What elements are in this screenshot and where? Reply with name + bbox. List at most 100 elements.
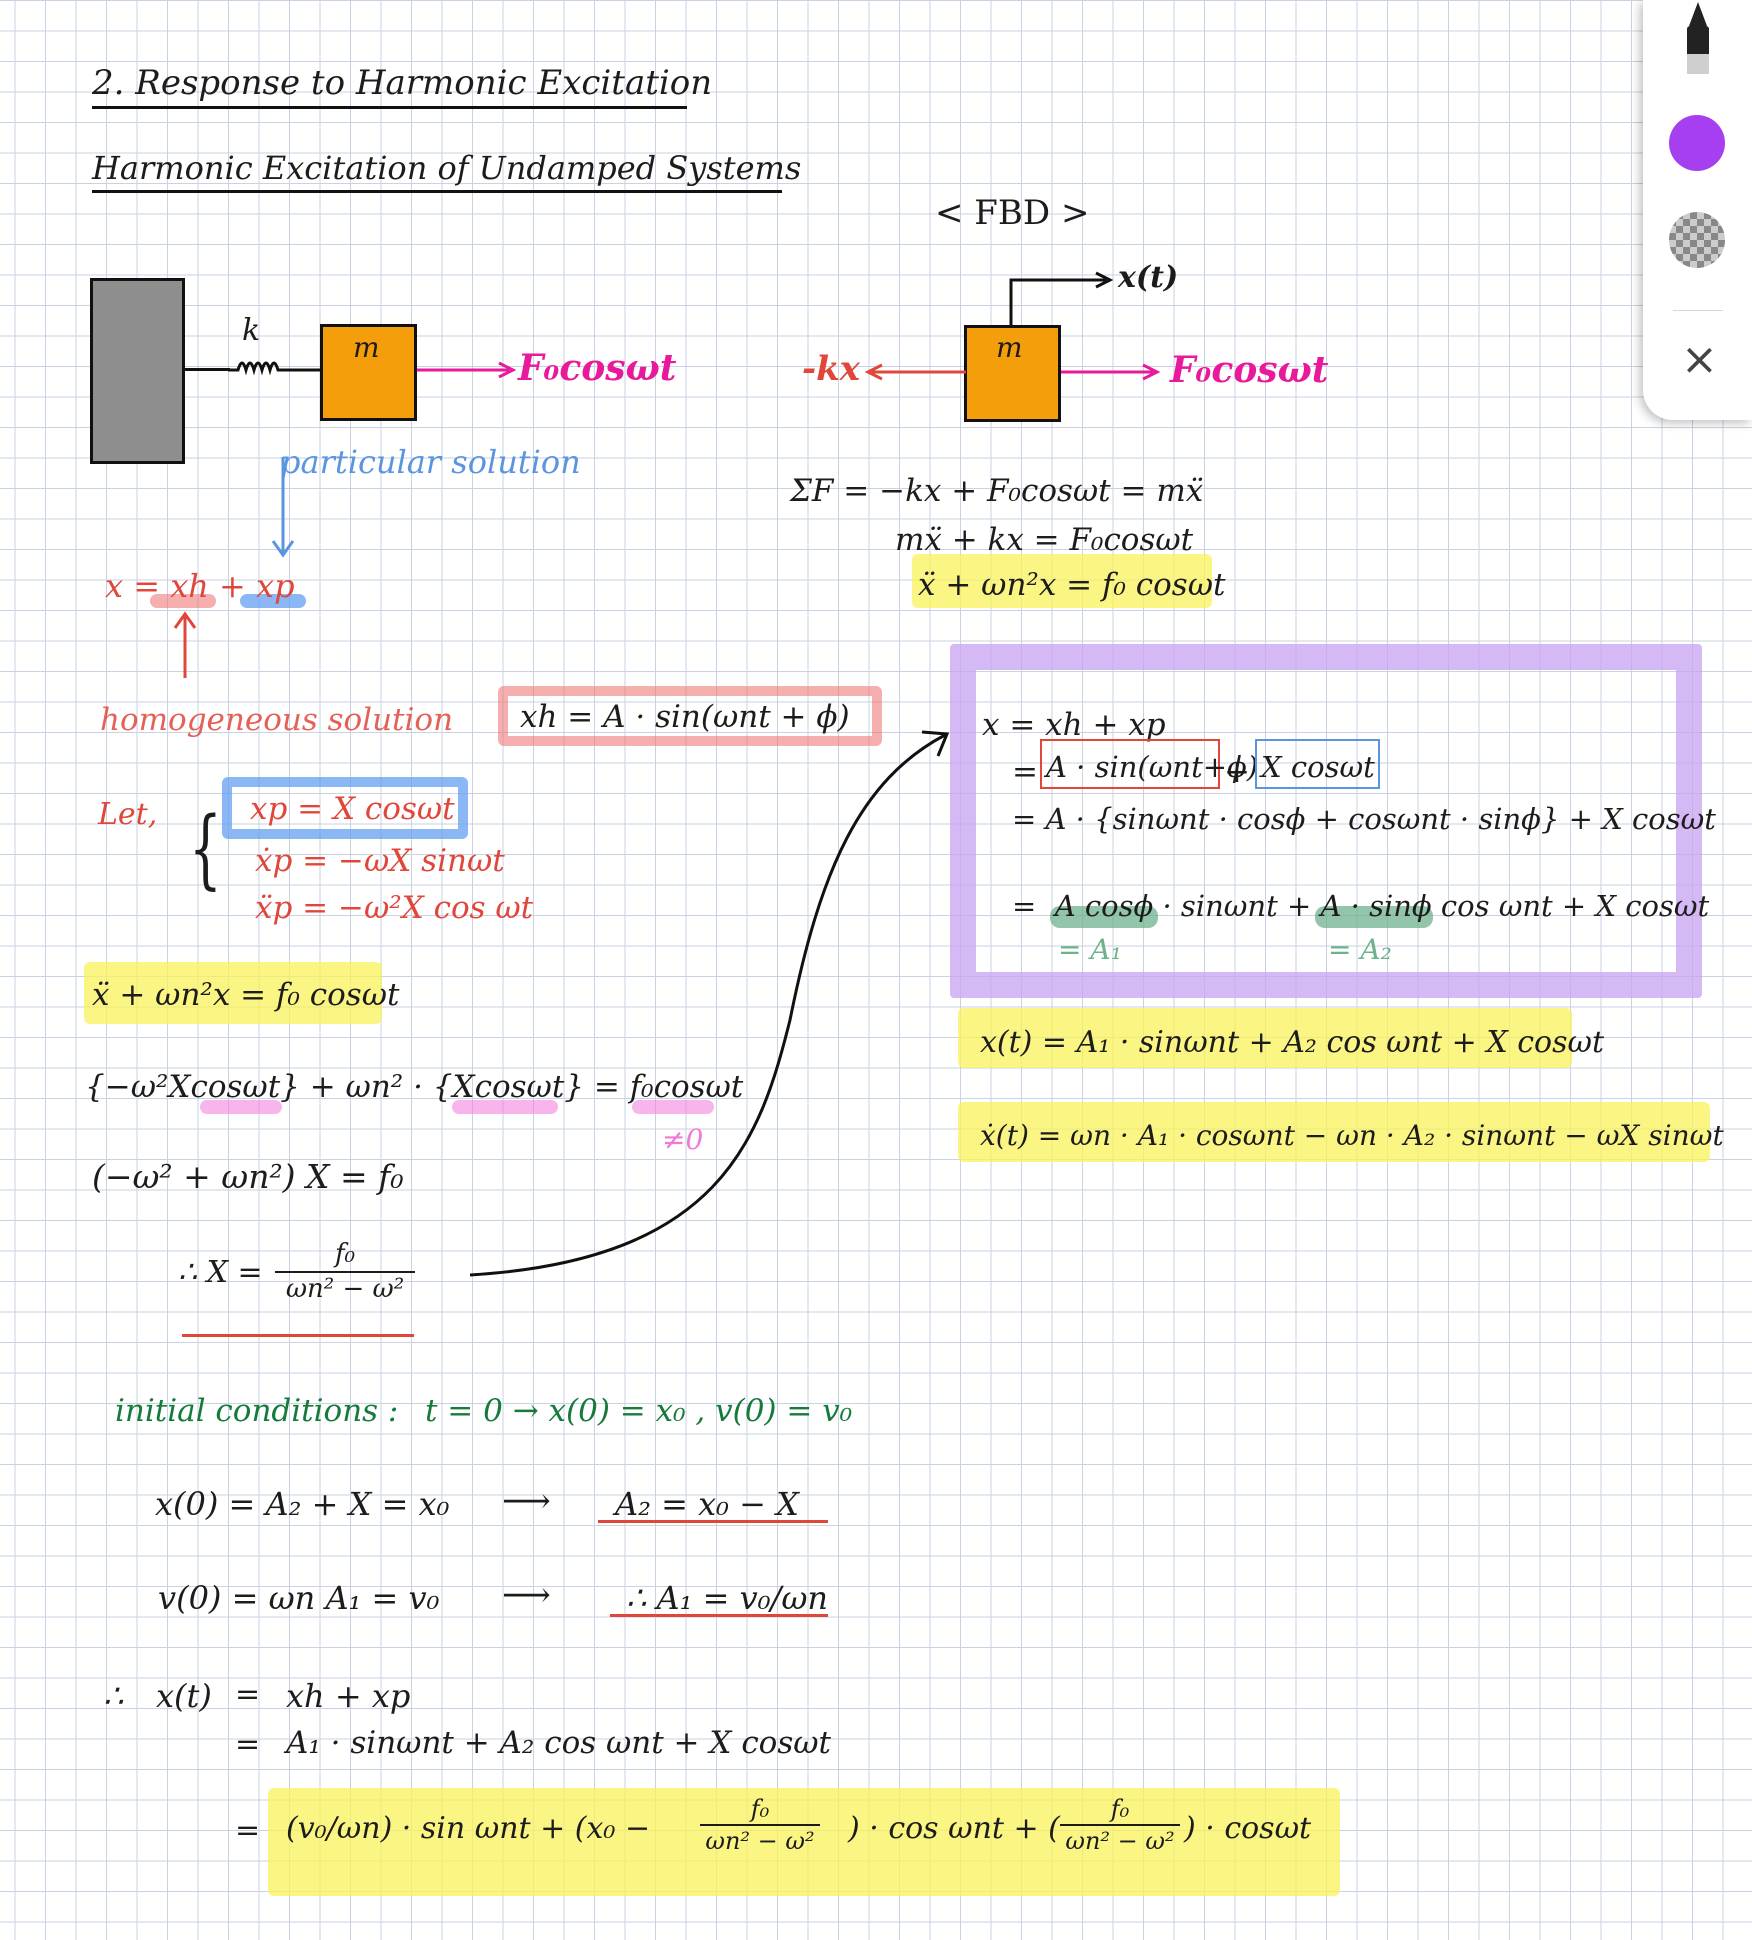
close-icon[interactable]: ×	[1681, 334, 1718, 385]
ic-result-1: A₂ = x₀ − X	[615, 1485, 799, 1523]
wall	[90, 278, 185, 464]
force-label: F₀cosωt	[518, 347, 677, 389]
xp-equation: xp = X cosωt	[250, 791, 455, 827]
fbd-force-label: F₀cosωt	[1170, 349, 1329, 391]
final-line-3-b: ) · cos ωnt + (	[848, 1811, 1060, 1846]
general-solution-line-2-plus: +	[1224, 754, 1250, 790]
general-solution-box	[950, 644, 1702, 998]
a1-label: = A₁	[1058, 933, 1122, 966]
x-amplitude-num: f₀	[334, 1239, 356, 1269]
line-4-eq: =	[1012, 889, 1037, 923]
xt-dot-highlight	[958, 1102, 1710, 1162]
x-prefix: x =	[105, 567, 171, 605]
displacement-label: x(t)	[1118, 260, 1179, 295]
subst-part-b: } + ωn² · {	[280, 1069, 453, 1105]
x-amplitude-den: ωn² − ω²	[285, 1273, 405, 1304]
homogeneous-term-box	[1040, 739, 1220, 789]
general-solution-line-4: = A cosϕ · sinωnt + A · sinϕ cos ωnt + X…	[1012, 892, 1709, 921]
spring-force-arrow	[864, 363, 966, 381]
force-arrow	[417, 361, 517, 379]
xp-term: xp	[256, 567, 295, 605]
system-brace: {	[188, 799, 222, 899]
particular-term-box	[1255, 739, 1380, 789]
final-fraction-2-den: ωn² − ω²	[1065, 1827, 1175, 1856]
subst-part-a: {−ω²X	[85, 1069, 191, 1105]
x-decomposition: x = xh + xp	[105, 570, 295, 602]
cos-highlight-2	[452, 1100, 558, 1114]
final-therefore: ∴	[103, 1677, 124, 1715]
displacement-arrow	[1009, 271, 1114, 328]
final-fraction-1: f₀ ωn² − ω²	[700, 1796, 820, 1855]
final-eq-1: =	[235, 1677, 261, 1712]
spring-label: k	[242, 313, 261, 348]
page-title: 2. Response to Harmonic Excitation	[92, 66, 712, 109]
marker-icon[interactable]	[1679, 0, 1717, 78]
fraction-bar	[275, 1270, 415, 1273]
wall-connector	[185, 368, 230, 371]
texture-swatch-icon[interactable]	[1669, 212, 1725, 268]
final-solution-highlight	[268, 1788, 1340, 1896]
mass-label: m	[353, 331, 380, 364]
spring-icon	[228, 361, 322, 376]
cos-highlight-3	[632, 1100, 714, 1114]
subst-hl-c: f₀cosωt	[629, 1069, 744, 1105]
xt-highlight	[958, 1008, 1572, 1068]
a1-highlight	[1050, 906, 1158, 928]
general-solution-line-3: = A · {sinωnt · cosϕ + cosωnt · sinϕ} + …	[1012, 802, 1716, 836]
eom-line-2-highlight	[912, 554, 1212, 608]
homogeneous-solution-label: homogeneous solution	[100, 702, 454, 738]
final-line-2: A₁ · sinωnt + A₂ cos ωnt + X cosωt	[286, 1725, 831, 1761]
spring-force-label: -kx	[802, 349, 860, 389]
final-line-3-c: ) · cosωt	[1184, 1811, 1312, 1846]
general-solution-line-2-eq: =	[1012, 754, 1038, 790]
fbd-mass-block	[964, 325, 1061, 422]
xp-highlight	[240, 594, 306, 608]
coefficient-equation: (−ω² + ωn²) X = f₀	[92, 1157, 404, 1196]
x-amplitude-underline	[182, 1334, 414, 1337]
particular-solution-label: particular solution	[280, 443, 581, 481]
particular-arrow	[271, 457, 295, 558]
xt-equation: x(t) = A₁ · sinωnt + A₂ cos ωnt + X cosω…	[980, 1025, 1604, 1060]
fbd-mass-label: m	[996, 331, 1023, 364]
line-4-b: · sinωnt +	[1162, 889, 1312, 923]
xp-ddot-equation: ẍp = −ω²X cos ωt	[255, 890, 534, 926]
color-swatch-icon[interactable]	[1669, 115, 1725, 171]
xt-dot-equation: ẋ(t) = ωn · A₁ · cosωnt − ωn · A₂ · sinω…	[980, 1119, 1724, 1152]
not-zero-note: ≠0	[662, 1123, 704, 1156]
ic-result-1-underline	[598, 1520, 828, 1523]
let-label: Let,	[98, 797, 158, 832]
x-amplitude-prefix: ∴ X =	[178, 1255, 263, 1290]
final-fraction-1-bar	[700, 1824, 820, 1827]
ic-result-2: ∴ A₁ = v₀/ωn	[626, 1579, 829, 1617]
section-subtitle: Harmonic Excitation of Undamped Systems	[92, 152, 801, 193]
fbd-force-arrow	[1061, 363, 1161, 381]
final-fraction-1-den: ωn² − ω²	[705, 1827, 815, 1856]
toolbar-divider	[1673, 310, 1723, 311]
xp-box	[222, 777, 468, 839]
ic-equation-1: x(0) = A₂ + X = x₀	[155, 1485, 450, 1523]
xh-term: xh	[170, 567, 209, 605]
subst-hl-b: Xcosωt	[452, 1069, 565, 1105]
ic-arrow-1: ⟶	[502, 1481, 551, 1521]
final-fraction-2: f₀ ωn² − ω²	[1060, 1796, 1180, 1855]
ic-arrow-2: ⟶	[502, 1575, 551, 1615]
final-line-3-a: (v₀/ωn) · sin ωnt + (x₀ −	[286, 1811, 651, 1846]
eom-line-2: ẍ + ωn²x = f₀ cosωt	[918, 567, 1226, 603]
final-eq-3: =	[235, 1813, 261, 1848]
final-line-1: xh + xp	[286, 1677, 411, 1715]
homogeneous-arrow	[173, 611, 197, 678]
final-fraction-2-bar	[1060, 1824, 1180, 1827]
ic-result-2-underline	[610, 1614, 828, 1617]
fbd-title: < FBD >	[935, 193, 1090, 233]
eom-highlight	[84, 962, 382, 1024]
line-4-a: A cosϕ	[1054, 889, 1154, 923]
final-fraction-1-num: f₀	[750, 1795, 770, 1823]
substitution-equation: {−ω²Xcosωt} + ωn² · {Xcosωt} = f₀cosωt	[85, 1072, 743, 1103]
line-4-d: cos ωnt + X cosωt	[1440, 889, 1710, 923]
initial-conditions-values: t = 0 → x(0) = x₀ , v(0) = v₀	[425, 1393, 853, 1429]
final-lhs: x(t)	[156, 1677, 212, 1715]
subst-part-c: } =	[564, 1069, 630, 1105]
general-solution-line-1: x = xh + xp	[982, 707, 1166, 743]
sum-of-forces: ΣF = −kx + F₀cosωt = mẍ	[790, 473, 1204, 509]
cos-highlight-1	[200, 1100, 282, 1114]
